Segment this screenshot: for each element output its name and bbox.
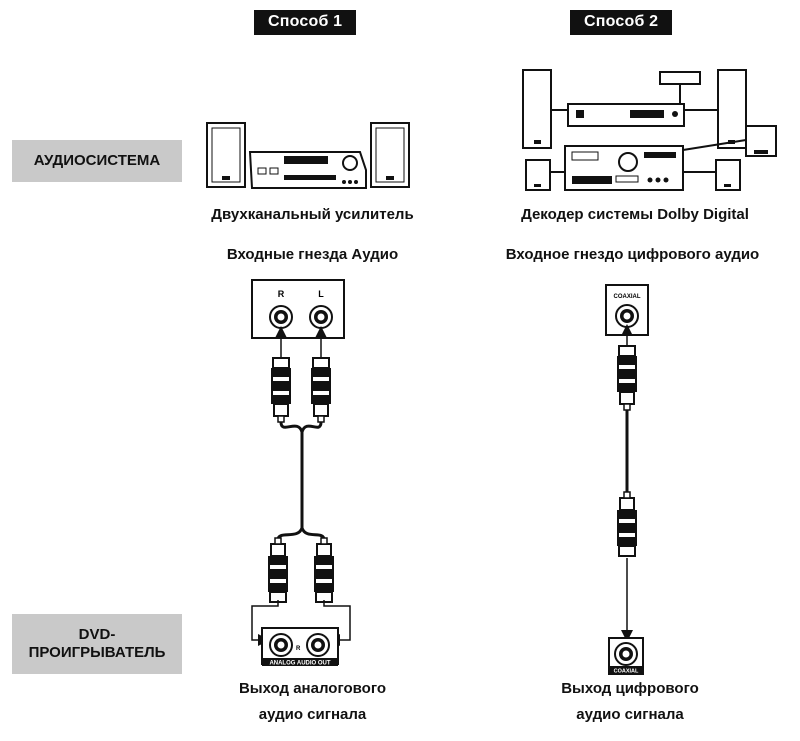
analog-output-panel [261, 627, 339, 666]
input-jack-l-label: L [318, 289, 324, 299]
method-1-tag: Способ 1 [254, 10, 357, 35]
stereo-system-illustration [206, 122, 410, 189]
audio-system-label: АУДИОСИСТЕМА [12, 140, 182, 182]
coaxial-output-label: COAXIAL [614, 669, 639, 675]
input-jack-r-icon [269, 305, 293, 329]
output-jack-l-icon [306, 633, 330, 657]
coaxial-input-label: COAXIAL [614, 294, 641, 300]
method-1-output-caption-line1: Выход аналогового [238, 680, 387, 697]
home-theater-illustration [522, 69, 777, 191]
analog-audio-cable [267, 357, 335, 603]
method-2-device-caption: Декодер системы Dolby Digital [521, 206, 749, 223]
audio-system-label-text: АУДИОСИСТЕМА [33, 152, 161, 169]
coaxial-output-jack-icon [614, 642, 638, 666]
analog-input-panel [251, 279, 345, 339]
method-1-input-caption: Входные гнезда Аудио [226, 246, 399, 263]
method-2-output-caption-line1: Выход цифрового [561, 680, 699, 697]
method-2-tag: Способ 2 [570, 10, 673, 35]
coaxial-input-jack-icon [615, 304, 639, 328]
method-2-input-caption: Входное гнездо цифрового аудио [505, 246, 760, 263]
coaxial-output-panel [608, 637, 644, 675]
output-jack-r-label: R [296, 646, 301, 652]
method-1-output-caption-line2: аудио сигнала [258, 706, 367, 723]
input-jack-l-icon [309, 305, 333, 329]
method-1-device-caption: Двухканальный усилитель [211, 206, 414, 223]
analog-audio-out-label: ANALOG AUDIO OUT [269, 661, 330, 667]
output-jack-r-icon [269, 633, 293, 657]
input-jack-r-label: R [278, 289, 285, 299]
dvd-player-label-line1: DVD- [78, 626, 116, 643]
coaxial-digital-cable [616, 345, 638, 557]
dvd-player-label-line2: ПРОИГРЫВАТЕЛЬ [28, 644, 166, 661]
coaxial-input-panel [605, 284, 649, 336]
method-2-output-caption-line2: аудио сигнала [576, 706, 684, 723]
dvd-player-label: DVD- ПРОИГРЫВАТЕЛЬ [12, 614, 182, 674]
